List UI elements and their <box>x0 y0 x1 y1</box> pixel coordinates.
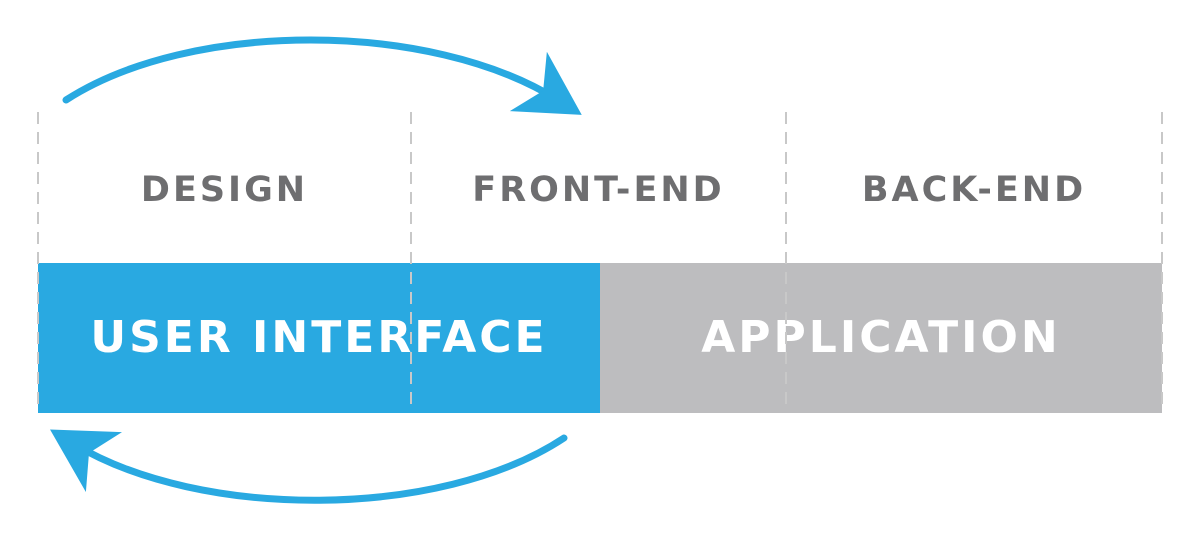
stage-label-design: DESIGN <box>140 170 309 210</box>
bottom-arrow-icon <box>50 429 568 504</box>
application-bar: APPLICATION <box>600 263 1162 413</box>
application-label: APPLICATION <box>701 312 1061 363</box>
user-interface-label: USER INTERFACE <box>90 312 548 363</box>
stage-label-front-end: FRONT-END <box>472 170 725 210</box>
user-interface-bar: USER INTERFACE <box>38 263 600 413</box>
stage-label-back-end: BACK-END <box>861 170 1087 210</box>
top-arrow-icon <box>62 36 582 115</box>
